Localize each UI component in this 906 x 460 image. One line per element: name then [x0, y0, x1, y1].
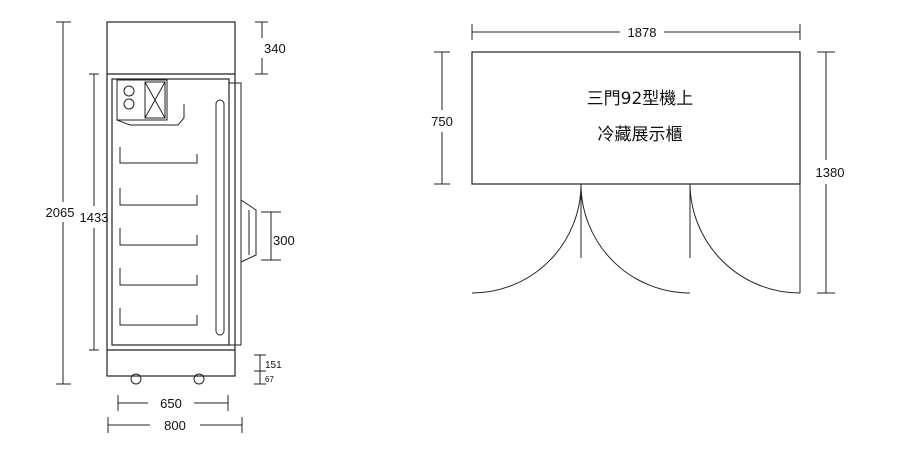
shelves: [119, 147, 198, 326]
plan-title-line1: 三門92型機上: [587, 89, 694, 109]
door-frame-side: [228, 82, 242, 346]
shelf: [119, 228, 198, 246]
dim-wheel-label: 67: [265, 375, 274, 384]
dim-top-box: 340: [255, 21, 286, 75]
dim-plan-depth: 750: [431, 51, 453, 185]
coil-box: [144, 81, 166, 119]
dim-plan-depth-doors: 1380: [816, 51, 845, 294]
door-swing-arc: [689, 183, 801, 294]
side-bracket: [240, 199, 257, 263]
dim-inner-width: 650: [117, 395, 229, 411]
cabinet-outline: [106, 21, 236, 377]
door-panel: [111, 78, 230, 346]
dim-top-box-label: 340: [264, 41, 286, 56]
dim-inner-width-label: 650: [160, 396, 182, 411]
dim-outer-width: 800: [107, 417, 243, 433]
door-handle: [215, 99, 225, 336]
fan-icon: [123, 85, 135, 97]
door-swing-arc: [471, 183, 582, 294]
dim-interior-height: 1433: [80, 73, 109, 351]
dim-plan-depth-label: 750: [431, 114, 453, 129]
dim-handle-label: 300: [273, 233, 295, 248]
plan-title-line2: 冷藏展示櫃: [598, 125, 683, 145]
drip-tray: [116, 104, 185, 126]
door-swings: [471, 183, 801, 294]
dim-plan-depth-doors-label: 1380: [816, 165, 845, 180]
plan-view: 三門92型機上 冷藏展示櫃 1878 750: [431, 24, 845, 294]
shelf: [119, 147, 198, 164]
dim-total-height-label: 2065: [46, 205, 75, 220]
dim-plan-width: 1878: [471, 24, 801, 40]
fan-icon: [123, 98, 135, 110]
shelf: [119, 188, 198, 206]
shelf: [119, 308, 198, 326]
door-swing-arc: [580, 183, 691, 294]
fan-housing: [116, 79, 168, 121]
dim-total-height: 2065: [46, 21, 75, 385]
dim-base-label: 151: [265, 360, 282, 371]
dim-base: 151 67: [254, 354, 282, 385]
fan-unit: [116, 79, 185, 126]
caster-wheel-icon: [130, 373, 142, 385]
shelf: [119, 268, 198, 286]
dim-plan-width-label: 1878: [628, 25, 657, 40]
coil-cross: [144, 81, 166, 119]
dim-outer-width-label: 800: [164, 418, 186, 433]
dim-handle: 300: [261, 211, 295, 261]
plan-cabinet-outline: [471, 51, 801, 185]
dim-interior-height-label: 1433: [80, 210, 109, 225]
caster-wheel-icon: [193, 373, 205, 385]
front-view: 2065 1433 340 300: [46, 21, 295, 433]
